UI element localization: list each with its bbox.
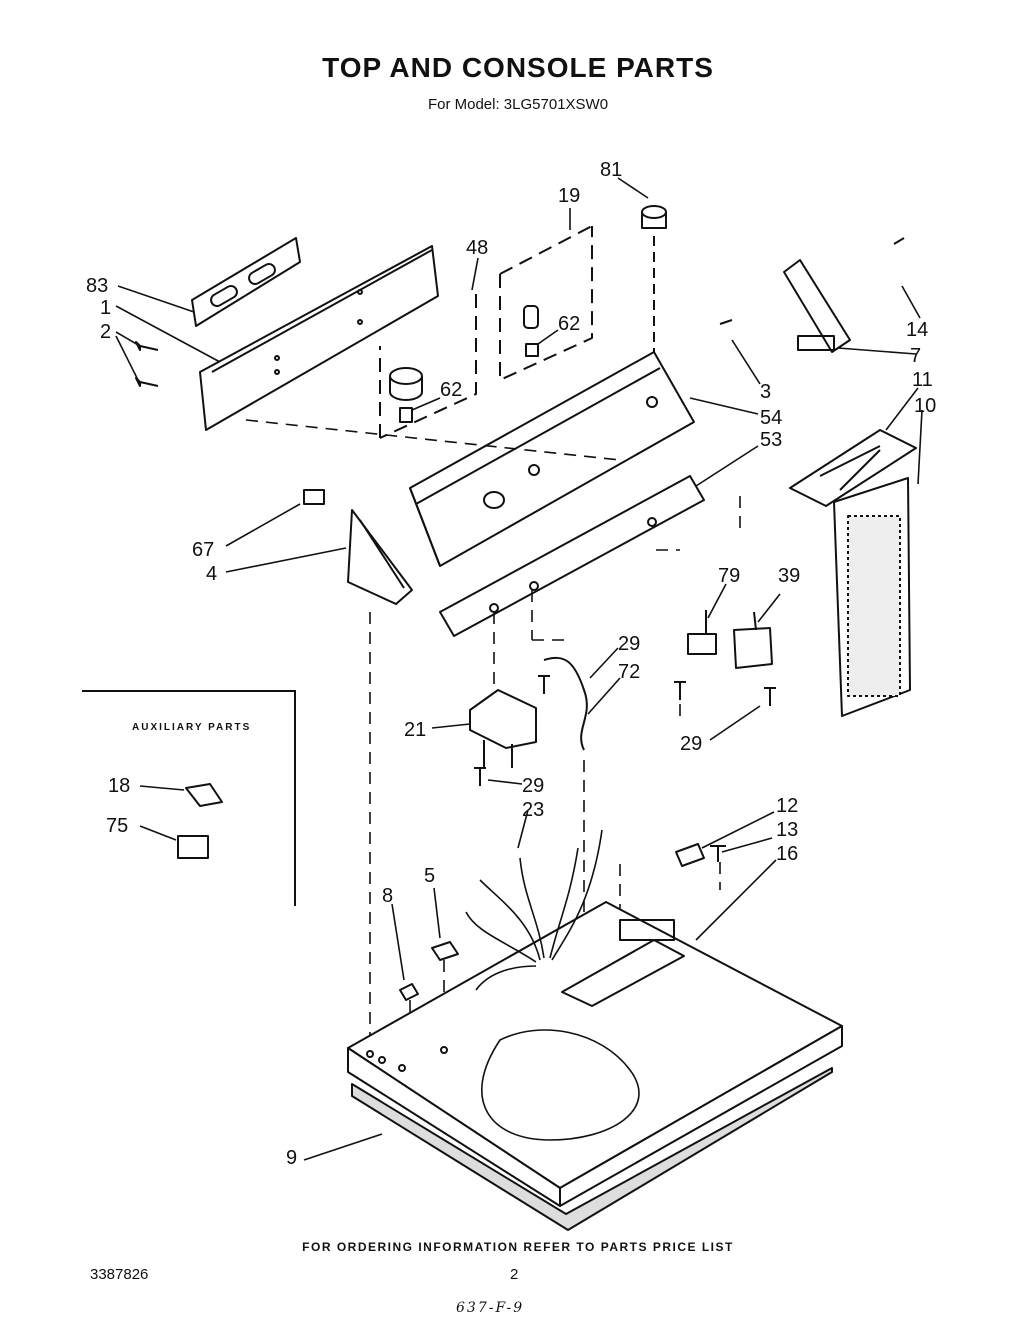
ordering-note: FOR ORDERING INFORMATION REFER TO PARTS … [302,1240,734,1254]
control-panel-54 [409,351,695,567]
aux-part-18 [185,783,223,807]
switch-39 [733,611,773,669]
callout-8: 8 [382,885,393,907]
screw-29a [674,681,686,700]
callout-9: 9 [286,1147,297,1169]
screw-29d [474,767,486,786]
push-knob-81 [641,205,667,229]
wire-harness [465,829,640,1141]
callout-12: 12 [776,795,798,817]
callout-83: 83 [86,275,108,297]
screw-13 [710,845,726,862]
callout-54: 54 [760,407,782,429]
callout-62b: 62 [440,379,462,401]
callout-75: 75 [106,815,128,837]
mounting-channel-53 [439,475,705,637]
selector-knob [523,305,539,357]
auxiliary-parts-box [82,690,296,906]
lint-screen-11 [789,429,917,507]
callout-72: 72 [618,661,640,683]
timer-21 [469,689,537,768]
ground-wire [543,656,588,751]
callout-19: 19 [558,185,580,207]
end-cap-4 [347,509,413,605]
callout-67: 67 [192,539,214,561]
terminal-5 [431,941,459,961]
page-number: 2 [510,1266,519,1283]
model-subtitle: For Model: 3LG5701XSW0 [427,96,609,113]
callout-7: 7 [910,345,921,367]
callout-16: 16 [776,843,798,865]
callout-39: 39 [778,565,800,587]
callout-3: 3 [760,381,771,403]
felt-pad-9 [351,1067,833,1231]
callout-5: 5 [424,865,435,887]
console-bracket [191,237,301,327]
callout-2: 2 [100,321,111,343]
auxiliary-parts-title: AUXILIARY PARTS [132,722,252,733]
callout-29c: 29 [522,775,544,797]
callout-23: 23 [522,799,544,821]
callout-21: 21 [404,719,426,741]
callout-11: 11 [912,369,933,391]
dryer-top [347,901,843,1207]
timer-knob [389,367,423,423]
callout-29b: 29 [680,733,702,755]
callout-62a: 62 [558,313,580,335]
screws-2 [135,341,159,387]
page-title: TOP AND CONSOLE PARTS [322,52,714,83]
callout-79: 79 [718,565,740,587]
document-number: 3387826 [90,1266,149,1283]
clip-8 [399,983,419,1001]
handwritten-note: 637-F-9 [456,1300,525,1316]
callout-81: 81 [600,159,622,181]
aux-part-75 [177,835,209,859]
clip-67 [303,489,325,505]
lint-housing-10 [833,477,911,717]
screw-3 [719,319,733,325]
callout-29a: 29 [618,633,640,655]
callout-1: 1 [100,297,111,319]
console-back-panel [199,245,439,431]
callout-14: 14 [906,319,928,341]
callout-10: 10 [914,395,936,417]
callout-18: 18 [108,775,130,797]
callout-13: 13 [776,819,798,841]
callout-48: 48 [466,237,488,259]
screw-29b [764,687,776,706]
switch-79 [687,610,717,655]
screw-29c [538,675,550,694]
callout-53: 53 [760,429,782,451]
end-cap-7 [783,259,851,353]
screw-14 [893,237,905,245]
callout-4: 4 [206,563,217,585]
clip-12 [675,843,705,867]
